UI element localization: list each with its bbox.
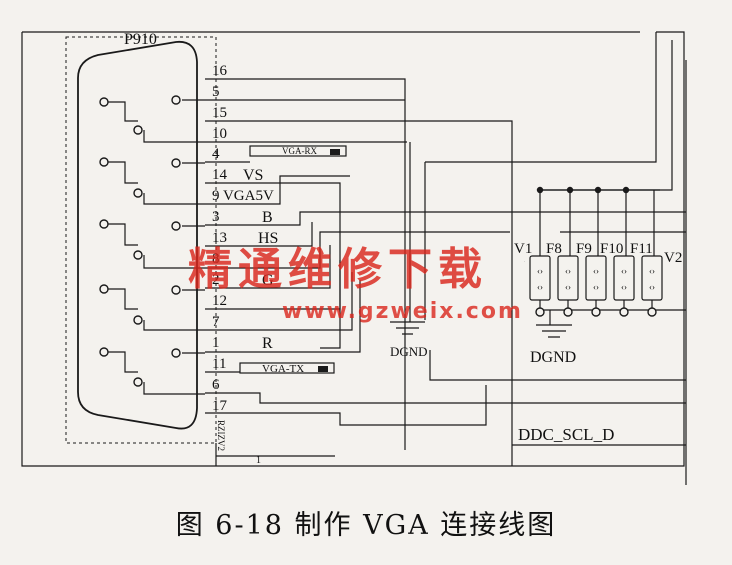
vertical-code: RZIZV2 [216,420,226,451]
pin-label: 9 VGA5V [212,188,274,204]
pin-label: 2 [212,272,220,288]
vga-tx-label: VGA-TX [262,363,304,375]
pin-label: 8 [212,251,220,267]
watermark-cn: 精通维修下载 [188,244,488,295]
pin-label: 4 [212,146,220,162]
pin-label: 17 [212,398,228,414]
pin-label: 11 [212,356,226,372]
fuse-label: F8 [546,241,562,257]
svg-text:‹›: ‹› [621,266,627,276]
svg-text:‹›: ‹› [565,282,571,292]
schematic-svg: ‹›‹› ‹›‹› ‹›‹› ‹›‹› ‹›‹› P910 16 5 15 10… [21,31,687,485]
fuse-label: F9 [576,241,592,257]
fuse-label: F11 [630,241,653,257]
fuse-v2-label: V2 [664,250,682,266]
signal-g: G [262,272,274,289]
svg-text:‹›: ‹› [621,282,627,292]
fuse-label: F7 [524,261,526,263]
svg-text:‹›: ‹› [593,282,599,292]
ground-label-right: DGND [530,349,576,366]
pin-label: 13 [212,230,227,246]
pin-label: 5 [212,84,220,100]
pin-label: 12 [212,293,227,309]
ground-label-left: DGND [390,344,428,359]
pin-label: 14 [212,167,228,183]
svg-text:‹›: ‹› [537,266,543,276]
pin-label: 3 [212,209,220,225]
pin-label: 16 [212,63,228,79]
signal-hs: HS [258,230,278,247]
net-label-ddc-scl: DDC_SCL_D [518,425,614,444]
pin-label: 6 [212,377,220,393]
figure-caption: 图 6-18 制作 VGA 连接线图 [175,510,557,541]
svg-text:‹›: ‹› [565,266,571,276]
pin-label: 15 [212,105,227,121]
fuse-label: F10 [600,241,623,257]
signal-vs: VS [243,167,263,184]
svg-text:‹›: ‹› [537,282,543,292]
svg-text:‹›: ‹› [649,282,655,292]
signal-b: B [262,209,273,226]
pin-label: 7 [212,314,220,330]
svg-text:‹›: ‹› [649,266,655,276]
box-mark: 1 [256,455,261,466]
pin-label: 1 [212,335,220,351]
svg-text:‹›: ‹› [593,266,599,276]
pin-label: 10 [212,126,227,142]
watermark-url: www.gzweix.com [282,299,523,324]
fuse-v1-label: V1 [514,241,532,257]
signal-r: R [262,335,273,352]
connector-label: P910 [124,31,157,48]
vga-rx-label: VGA-RX [282,146,317,156]
